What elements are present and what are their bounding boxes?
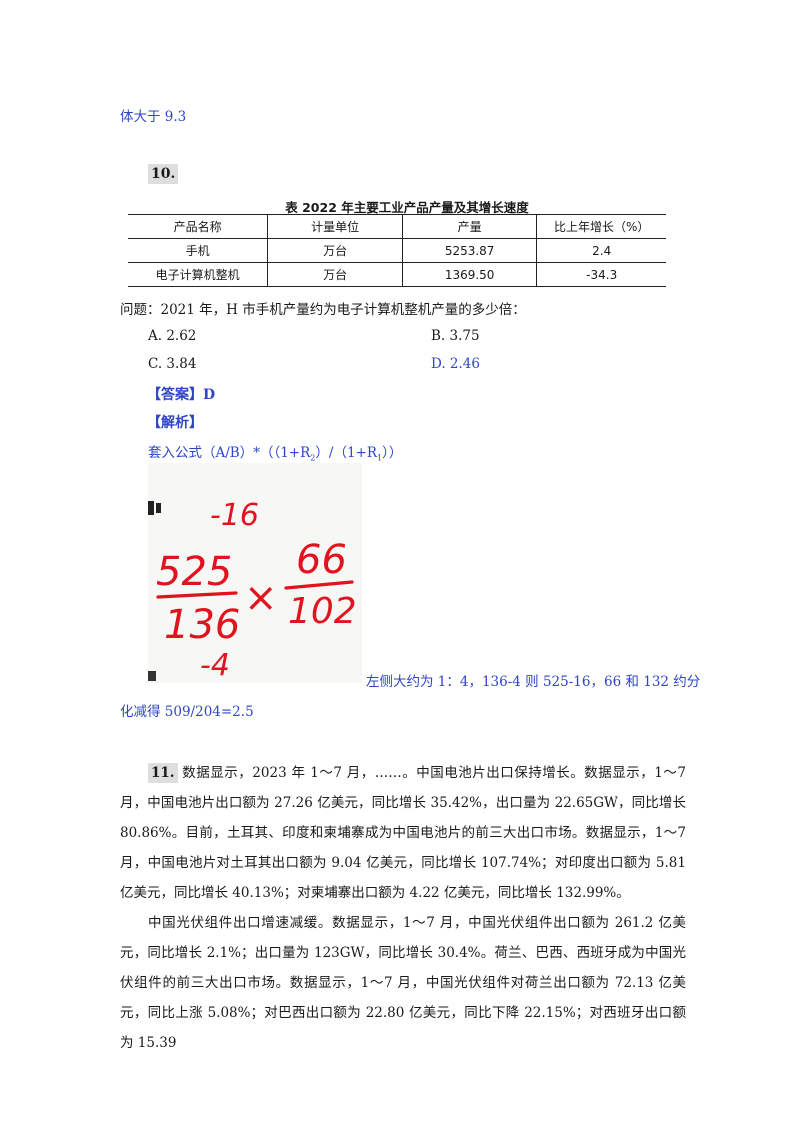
- handwriting-denominator-2: 102: [288, 591, 357, 632]
- table-cell: 手机: [128, 238, 268, 263]
- question-number-10: 10.: [148, 164, 179, 184]
- option-c: C. 3.84: [148, 356, 197, 372]
- fraction-bar-right: [284, 580, 354, 590]
- handwriting-numerator-1: 525: [156, 549, 232, 595]
- option-d: D. 2.46: [431, 356, 480, 372]
- question-11-paragraph-2: 中国光伏组件出口增速减缓。数据显示，1～7 月，中国光伏组件出口额为 261.2…: [120, 915, 686, 1051]
- table-cell: 2.4: [536, 238, 666, 263]
- formula-text: 套入公式（A/B）*（（1+R2）/（1+R1））: [148, 445, 403, 463]
- option-a: A. 2.62: [148, 328, 197, 344]
- table-row: 手机 万台 5253.87 2.4: [128, 238, 666, 263]
- table-header: 计量单位: [267, 214, 403, 239]
- question-number-11: 11.: [148, 763, 178, 783]
- table-header: 比上年增长（%）: [536, 214, 666, 239]
- handwriting-drawing: -16 525 136 × 66 102 -4: [148, 498, 357, 683]
- table-cell: 万台: [267, 262, 403, 287]
- fraction-bar-left: [156, 591, 238, 599]
- handwriting-denominator-1: 136: [164, 602, 240, 648]
- question-text: 问题：2021 年，H 市手机产量约为电子计算机整机产量的多少倍：: [120, 302, 526, 318]
- table-title: 表 2022 年主要工业产品产量及其增长速度: [285, 200, 529, 215]
- option-b: B. 3.75: [431, 328, 480, 344]
- handwriting-note-bottom: -4: [200, 648, 230, 683]
- explanation-line-1: 左侧大约为 1：4，136-4 则 525-16，66 和 132 约分: [366, 674, 701, 690]
- table-cell: 1369.50: [401, 262, 537, 287]
- previous-answer-fragment: 体大于 9.3: [120, 109, 187, 125]
- question-11-paragraph-1: 11. 数据显示，2023 年 1～7 月，……。中国电池片出口保持增长。数据显…: [120, 763, 686, 901]
- table-header: 产品名称: [128, 214, 268, 239]
- handwriting-times-sign: ×: [244, 575, 278, 621]
- table-cell: 万台: [267, 238, 403, 263]
- answer-label: 【答案】D: [147, 387, 216, 403]
- table-cell: -34.3: [536, 262, 666, 287]
- table-cell: 5253.87: [401, 238, 537, 263]
- table-header: 产量: [401, 214, 537, 239]
- handwriting-note-top: -16: [210, 498, 259, 533]
- table-cell: 电子计算机整机: [128, 262, 268, 287]
- table-row: 电子计算机整机 万台 1369.50 -34.3: [128, 262, 666, 287]
- analysis-label: 【解析】: [147, 415, 203, 431]
- handwriting-numerator-2: 66: [296, 537, 347, 583]
- handwriting-image: -16 525 136 × 66 102 -4: [148, 463, 362, 683]
- production-table: 产品名称 计量单位 产量 比上年增长（%） 手机 万台 5253.87 2.4 …: [128, 214, 666, 287]
- table-header-row: 产品名称 计量单位 产量 比上年增长（%）: [128, 214, 666, 239]
- explanation-line-2: 化减得 509/204=2.5: [120, 704, 254, 720]
